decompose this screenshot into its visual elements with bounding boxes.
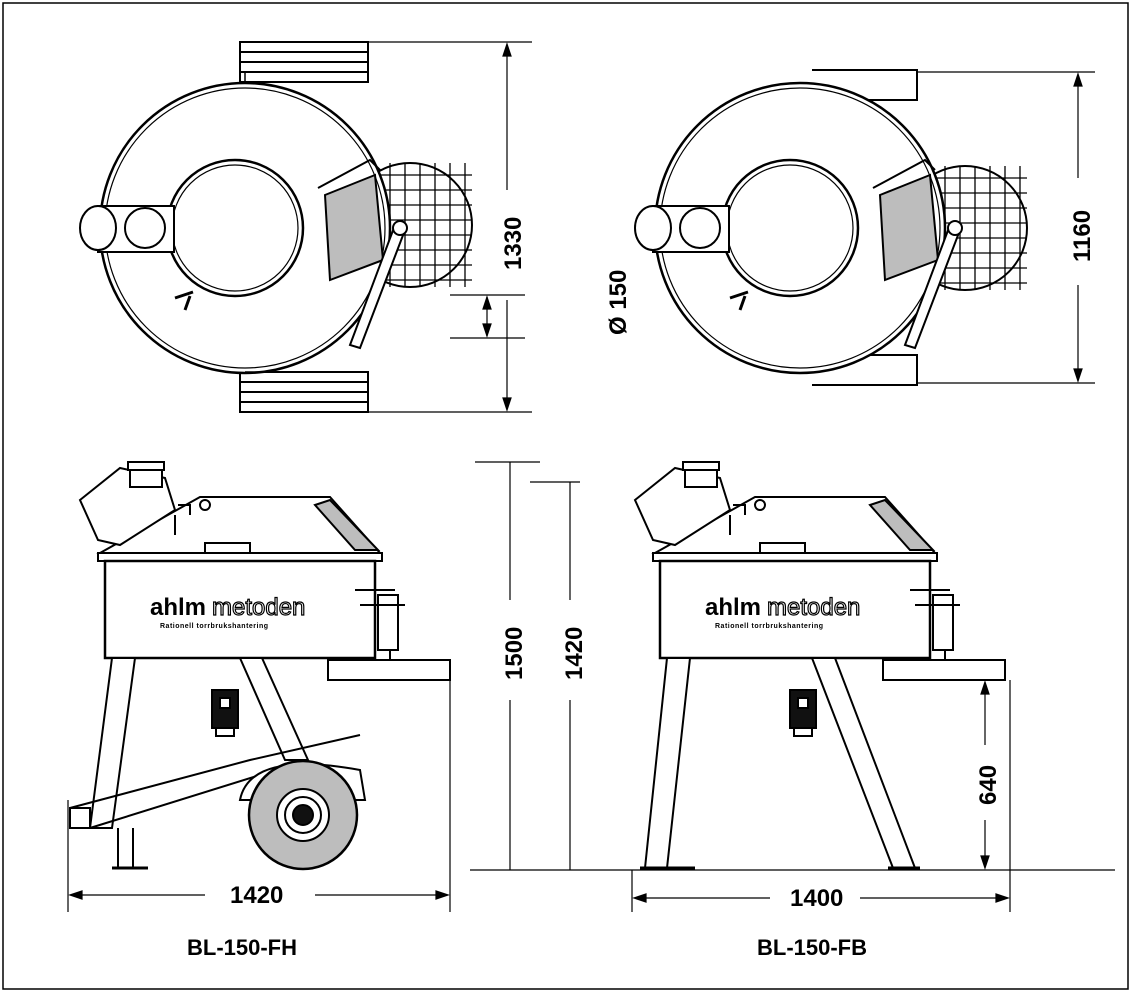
label-1420: 1420 — [230, 882, 283, 909]
dimension-1160 — [917, 71, 1095, 384]
label-1330: 1330 — [500, 217, 527, 270]
brand-logo-left: ahlm metoden Rationell torrbrukshanterin… — [150, 593, 306, 630]
label-1500: 1500 — [501, 627, 528, 680]
label-640: 640 — [975, 765, 1002, 805]
lid-opening-right — [720, 158, 860, 298]
dimension-height-left — [470, 461, 1115, 871]
brand-word-outline: metoden — [212, 594, 305, 621]
mixer-body-right — [658, 559, 932, 660]
dimension-1420 — [67, 680, 451, 912]
brand-tagline: Rationell torrbrukshantering — [160, 623, 269, 630]
label-1160: 1160 — [1069, 210, 1096, 262]
mixer-body-left — [103, 559, 377, 660]
lid-opening-left — [165, 158, 305, 298]
side-view-left — [69, 461, 451, 871]
brand-word-outline: metoden — [767, 594, 860, 621]
dimension-1330 — [368, 41, 532, 413]
side-view-right — [633, 461, 1006, 870]
brand-tagline: Rationell torrbrukshantering — [715, 623, 824, 630]
brand-word-bold: ahlm — [705, 594, 761, 621]
label-diameter-150: Ø 150 — [605, 270, 632, 335]
label-1400: 1400 — [790, 885, 843, 912]
dimension-1400 — [631, 680, 1011, 912]
top-view-left — [79, 41, 473, 413]
top-view-right — [634, 69, 1028, 386]
dimension-640 — [980, 680, 990, 870]
model-label-left: BL-150-FH — [187, 935, 297, 960]
brand-word-bold: ahlm — [150, 594, 206, 621]
label-1420-vertical: 1420 — [561, 627, 588, 680]
brand-logo-right: ahlm metoden Rationell torrbrukshanterin… — [705, 593, 861, 630]
model-label-right: BL-150-FB — [757, 935, 867, 960]
